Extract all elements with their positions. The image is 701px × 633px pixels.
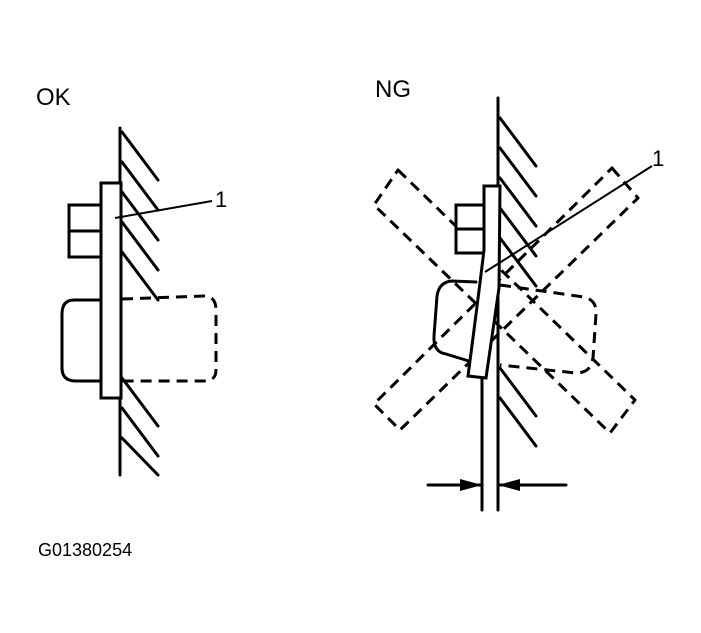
figure-code: G01380254 bbox=[38, 540, 132, 560]
ng-label: NG bbox=[375, 76, 411, 103]
ok-bracket bbox=[99, 181, 123, 400]
ok-bolt-head bbox=[67, 203, 103, 259]
ng-clearance-dimension bbox=[426, 479, 568, 491]
ng-bolt-head bbox=[454, 203, 486, 255]
ng-callout: 1 bbox=[652, 146, 664, 171]
ok-callout-line bbox=[114, 200, 213, 219]
ng-connector bbox=[432, 279, 478, 364]
ok-connector-hidden bbox=[121, 294, 218, 383]
ng-cross-mark bbox=[372, 166, 640, 435]
ok-wall-hatching bbox=[120, 130, 160, 477]
ng-wall-hatching bbox=[498, 116, 538, 448]
ng-panel: NG 1 bbox=[372, 76, 664, 512]
ng-callout-line bbox=[484, 165, 653, 273]
ng-connector-hidden bbox=[499, 283, 598, 375]
ok-connector bbox=[60, 298, 103, 383]
ok-callout: 1 bbox=[215, 187, 227, 212]
ok-panel: OK 1 bbox=[36, 84, 227, 477]
ng-bracket-bent bbox=[466, 184, 502, 380]
ok-label: OK bbox=[36, 84, 71, 111]
